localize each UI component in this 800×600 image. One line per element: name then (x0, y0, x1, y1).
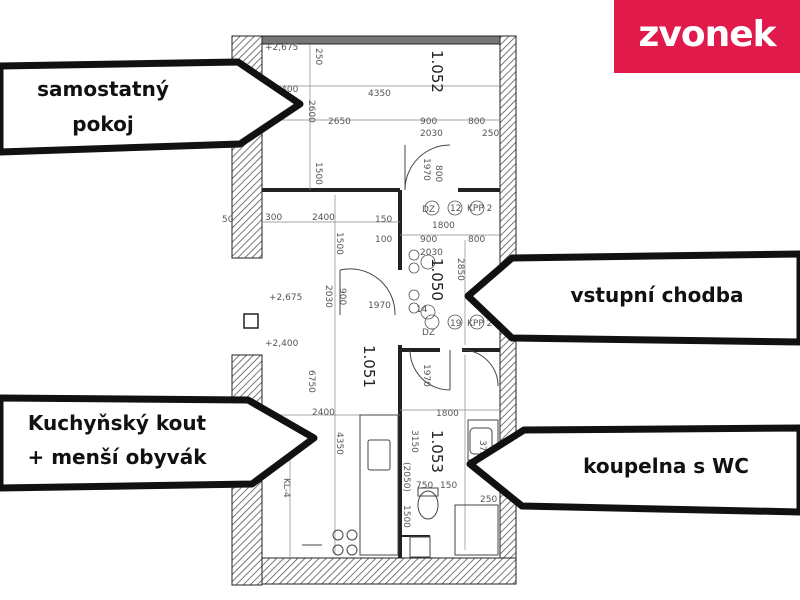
label-dz-2: DZ (422, 328, 435, 338)
callout-koupelna-text: koupelna s WC (583, 454, 749, 478)
dim-900b: 900 (420, 235, 437, 245)
dim-1800a: 1800 (432, 221, 455, 231)
dim-50: 50 (222, 215, 234, 225)
room-1053: 1.053 (428, 430, 446, 473)
dim-kl4: KL-4 (281, 478, 291, 498)
callout-kuchyn: Kuchyňský kout + menší obyvák (0, 394, 318, 492)
dim-2400a: 2400 (312, 213, 335, 223)
label-12: 12 (450, 204, 461, 214)
dim-2850: 2850 (455, 258, 465, 281)
dim-1500c: 1500 (401, 505, 411, 528)
dim-2400b: 2400 (312, 408, 335, 418)
bottom-wall (261, 557, 517, 585)
dim-300: 300 (265, 213, 282, 223)
dim-150a: 150 (375, 215, 392, 225)
dim-4350b: 4350 (334, 432, 344, 455)
dim-1500a: 1500 (313, 162, 323, 185)
room-labels: 1.052 1.050 1.051 1.053 (360, 50, 446, 473)
dim-250a: 250 (313, 48, 323, 65)
dim-750: 750 (416, 481, 433, 491)
dim-2050: (2050) (401, 462, 411, 492)
top-wall (261, 35, 501, 45)
callout-kuchyn-line2: + menší obyvák (27, 445, 207, 469)
dim-2650: 2650 (328, 117, 351, 127)
brand-logo-text: zvonek (638, 14, 776, 55)
room-1051: 1.051 (360, 345, 378, 388)
callout-koupelna: koupelna s WC (466, 424, 800, 516)
dim-900c: 900 (337, 288, 347, 305)
dim-2030b: 2030 (420, 248, 443, 258)
dim-2030a: 2030 (420, 129, 443, 139)
dim-800b: 800 (433, 165, 443, 182)
room-1052: 1.052 (428, 50, 446, 93)
brand-logo: zvonek (614, 0, 800, 73)
dim-900a: 900 (420, 117, 437, 127)
dim-level-low: +2,400 (265, 339, 299, 349)
dim-800a: 800 (468, 117, 485, 127)
dim-150b: 150 (440, 481, 457, 491)
callout-samostatny-line2: pokoj (72, 112, 133, 136)
callout-chodba: vstupní chodba (464, 250, 800, 346)
label-dz-1: DZ (422, 205, 435, 215)
dimension-lines (262, 44, 500, 560)
dim-level-top: +2,675 (265, 43, 298, 53)
dim-2600: 2600 (306, 100, 316, 123)
callout-kuchyn-line1: Kuchyňský kout (28, 411, 207, 435)
dim-3750: 3750 (477, 440, 487, 463)
dim-100: 100 (375, 235, 392, 245)
dim-6750: 6750 (306, 370, 316, 393)
kitchen-fixtures (302, 414, 399, 556)
label-19: 19 (450, 319, 462, 329)
room-1050: 1.050 (428, 258, 446, 301)
callout-samostatny-line1: samostatný (37, 77, 169, 101)
label-14: 14 (416, 305, 428, 315)
dim-1970b: 1970 (368, 301, 391, 311)
dim-3150: 3150 (409, 430, 419, 453)
label-kpp2-a: KPP 2 (467, 204, 492, 214)
dim-1500b: 1500 (334, 232, 344, 255)
callout-samostatny: samostatný pokoj (0, 58, 304, 156)
dim-1970c: 1970 (421, 364, 431, 387)
doors (339, 144, 499, 391)
label-kpp2-b: KPP 2 (467, 319, 492, 329)
dim-1800b: 1800 (436, 409, 459, 419)
callout-chodba-text: vstupní chodba (570, 283, 743, 307)
dim-2030c: 2030 (323, 285, 333, 308)
column (243, 313, 259, 329)
dim-250c: 250 (480, 495, 497, 505)
dim-800c: 800 (468, 235, 485, 245)
dim-1970a: 1970 (421, 158, 431, 181)
dim-250b: 250 (482, 129, 499, 139)
dimension-labels: +2,675 +2,400 250 4350 2600 2650 900 800… (222, 43, 499, 528)
dim-level-mid: +2,675 (269, 293, 302, 303)
hall-symbols (408, 200, 485, 330)
dim-4350a: 4350 (368, 89, 391, 99)
